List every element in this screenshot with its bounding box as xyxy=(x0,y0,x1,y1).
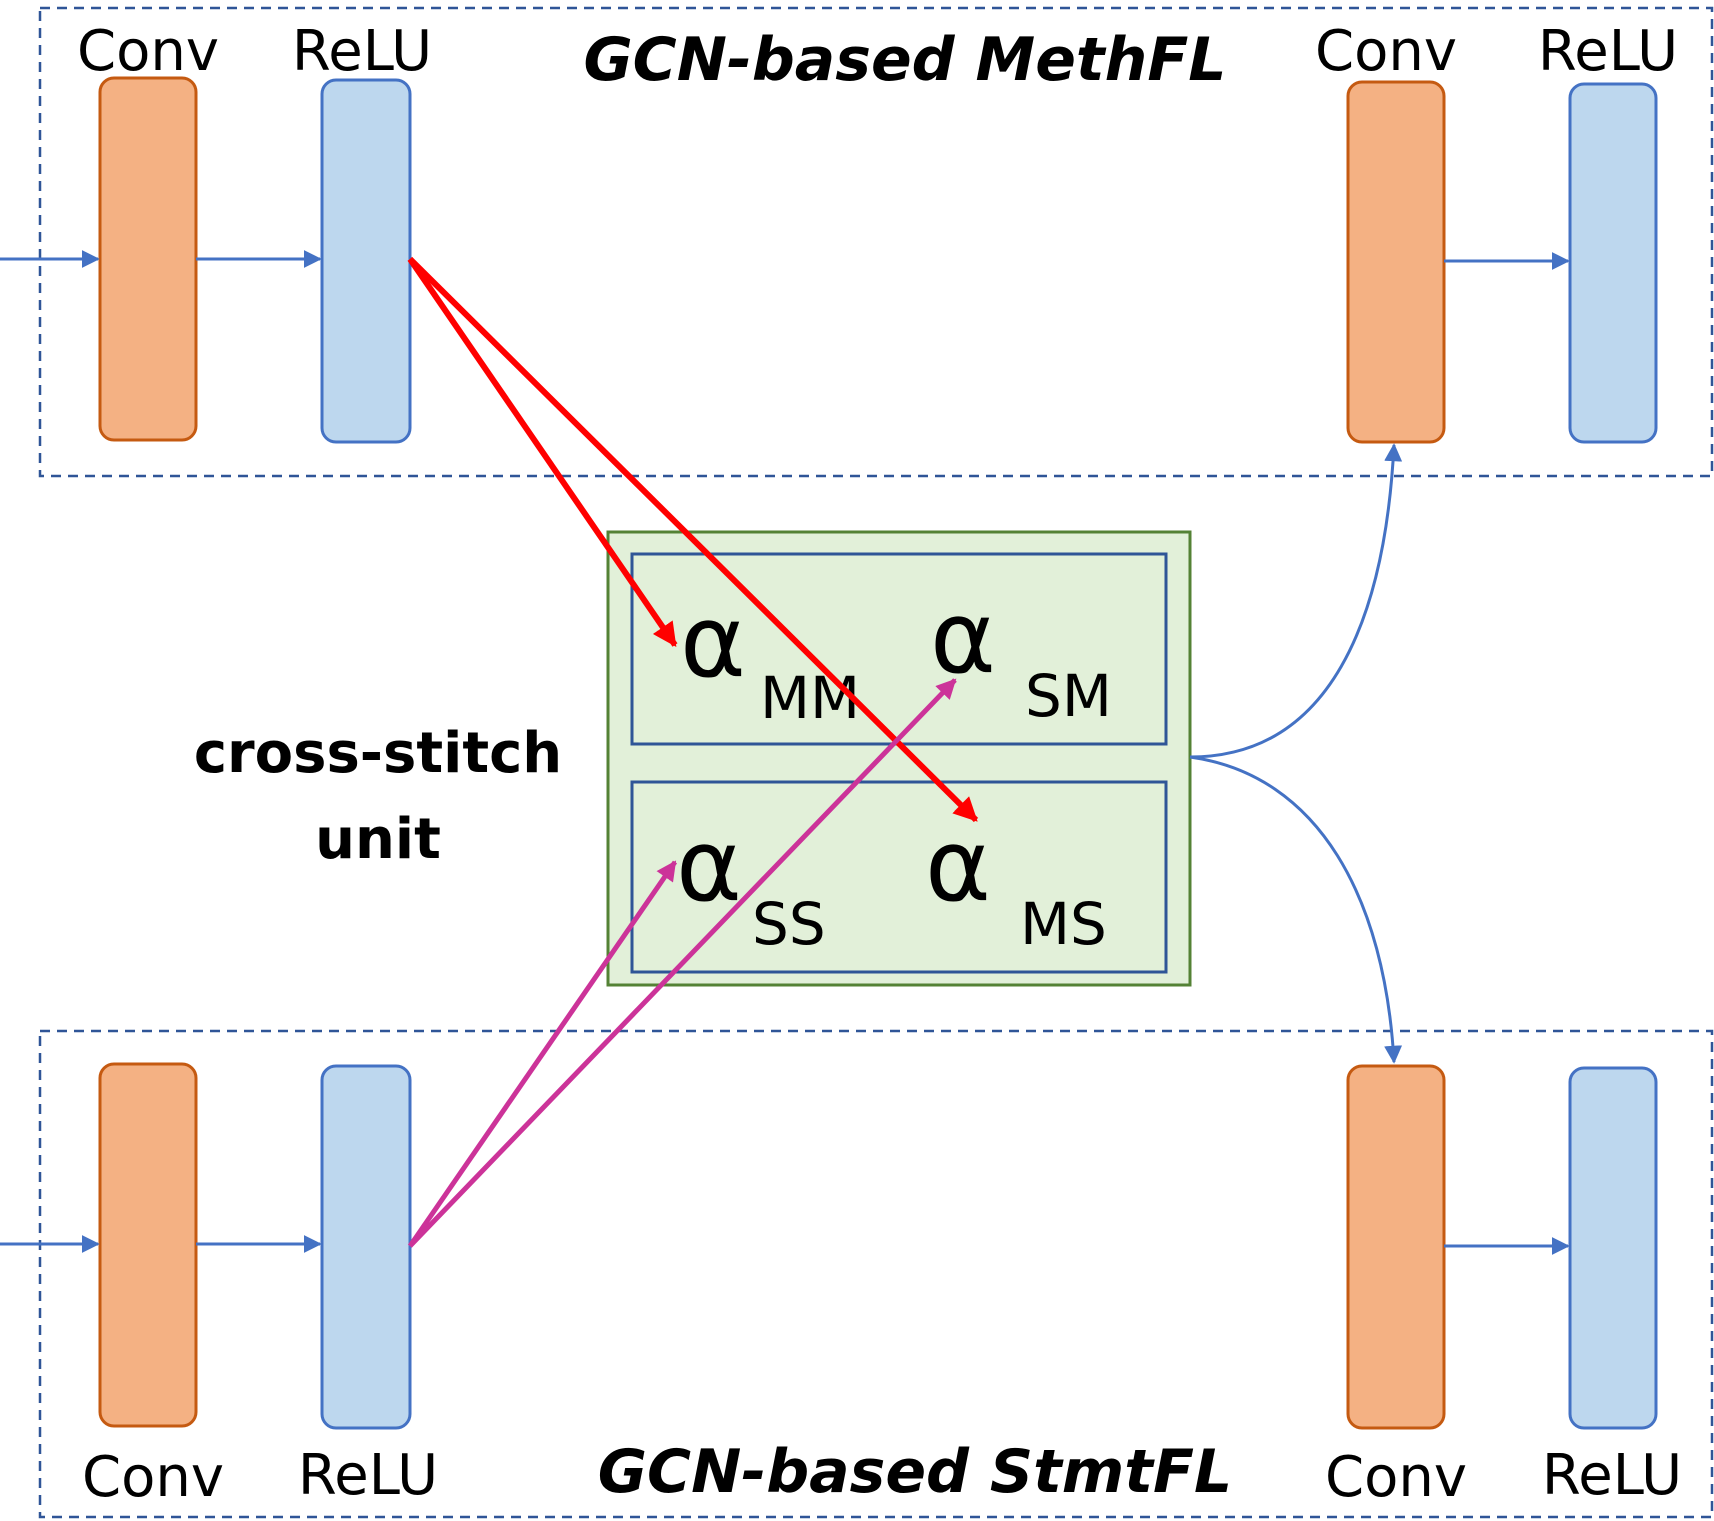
stmt-branch-title: GCN-based StmtFL xyxy=(598,1437,1232,1507)
cross-stitch-unit xyxy=(606,530,1192,987)
unit-to-meth-conv-arrow xyxy=(1189,443,1403,759)
meth-conv-layer-1 xyxy=(98,76,198,442)
alpha-sm-subscript: SM xyxy=(1025,662,1112,730)
stmt-branch-frame xyxy=(38,1029,1714,1519)
meth-conv-layer-2 xyxy=(1346,80,1446,444)
alpha-ss-symbol: α xyxy=(676,807,742,924)
stmt-conv-layer-2 xyxy=(1346,1064,1446,1430)
meth-relu-label-1: ReLU xyxy=(292,19,432,84)
meth-relu-layer-1 xyxy=(320,78,412,444)
cross-stitch-label-line1: cross-stitch xyxy=(194,721,562,786)
meth-relu-layer-2 xyxy=(1568,82,1658,444)
stmt-conv-layer-1 xyxy=(98,1062,198,1428)
alpha-ss-subscript: SS xyxy=(752,890,826,958)
meth-branch-frame xyxy=(38,6,1714,478)
alpha-mm-symbol: α xyxy=(680,583,746,700)
stmt-conv-label-1: Conv xyxy=(82,1445,224,1510)
meth-relu-label-2: ReLU xyxy=(1538,19,1678,84)
stmt-to-alpha-sm-arrow xyxy=(408,678,957,1248)
stmt-relu-layer-2 xyxy=(1568,1066,1658,1430)
cross-stitch-lower-box xyxy=(630,780,1168,974)
alpha-mm-subscript: MM xyxy=(760,664,860,732)
stmt-conv-label-2: Conv xyxy=(1325,1445,1467,1510)
cross-stitch-label-line2: unit xyxy=(315,807,441,872)
meth-conv-label-1: Conv xyxy=(77,19,219,84)
alpha-ms-symbol: α xyxy=(925,807,991,924)
stmt-relu-label-1: ReLU xyxy=(298,1443,438,1508)
alpha-sm-symbol: α xyxy=(930,579,996,696)
stmt-relu-layer-1 xyxy=(320,1064,412,1430)
meth-to-alpha-mm-arrow xyxy=(407,257,678,647)
meth-to-alpha-ms-arrow xyxy=(407,256,979,823)
stmt-to-alpha-ss-arrow xyxy=(407,860,678,1248)
stmt-relu-label-2: ReLU xyxy=(1542,1443,1682,1508)
meth-branch-title: GCN-based MethFL xyxy=(583,25,1226,95)
meth-conv-label-2: Conv xyxy=(1315,19,1457,84)
unit-to-stmt-conv-arrow xyxy=(1189,755,1403,1064)
alpha-ms-subscript: MS xyxy=(1020,890,1107,958)
